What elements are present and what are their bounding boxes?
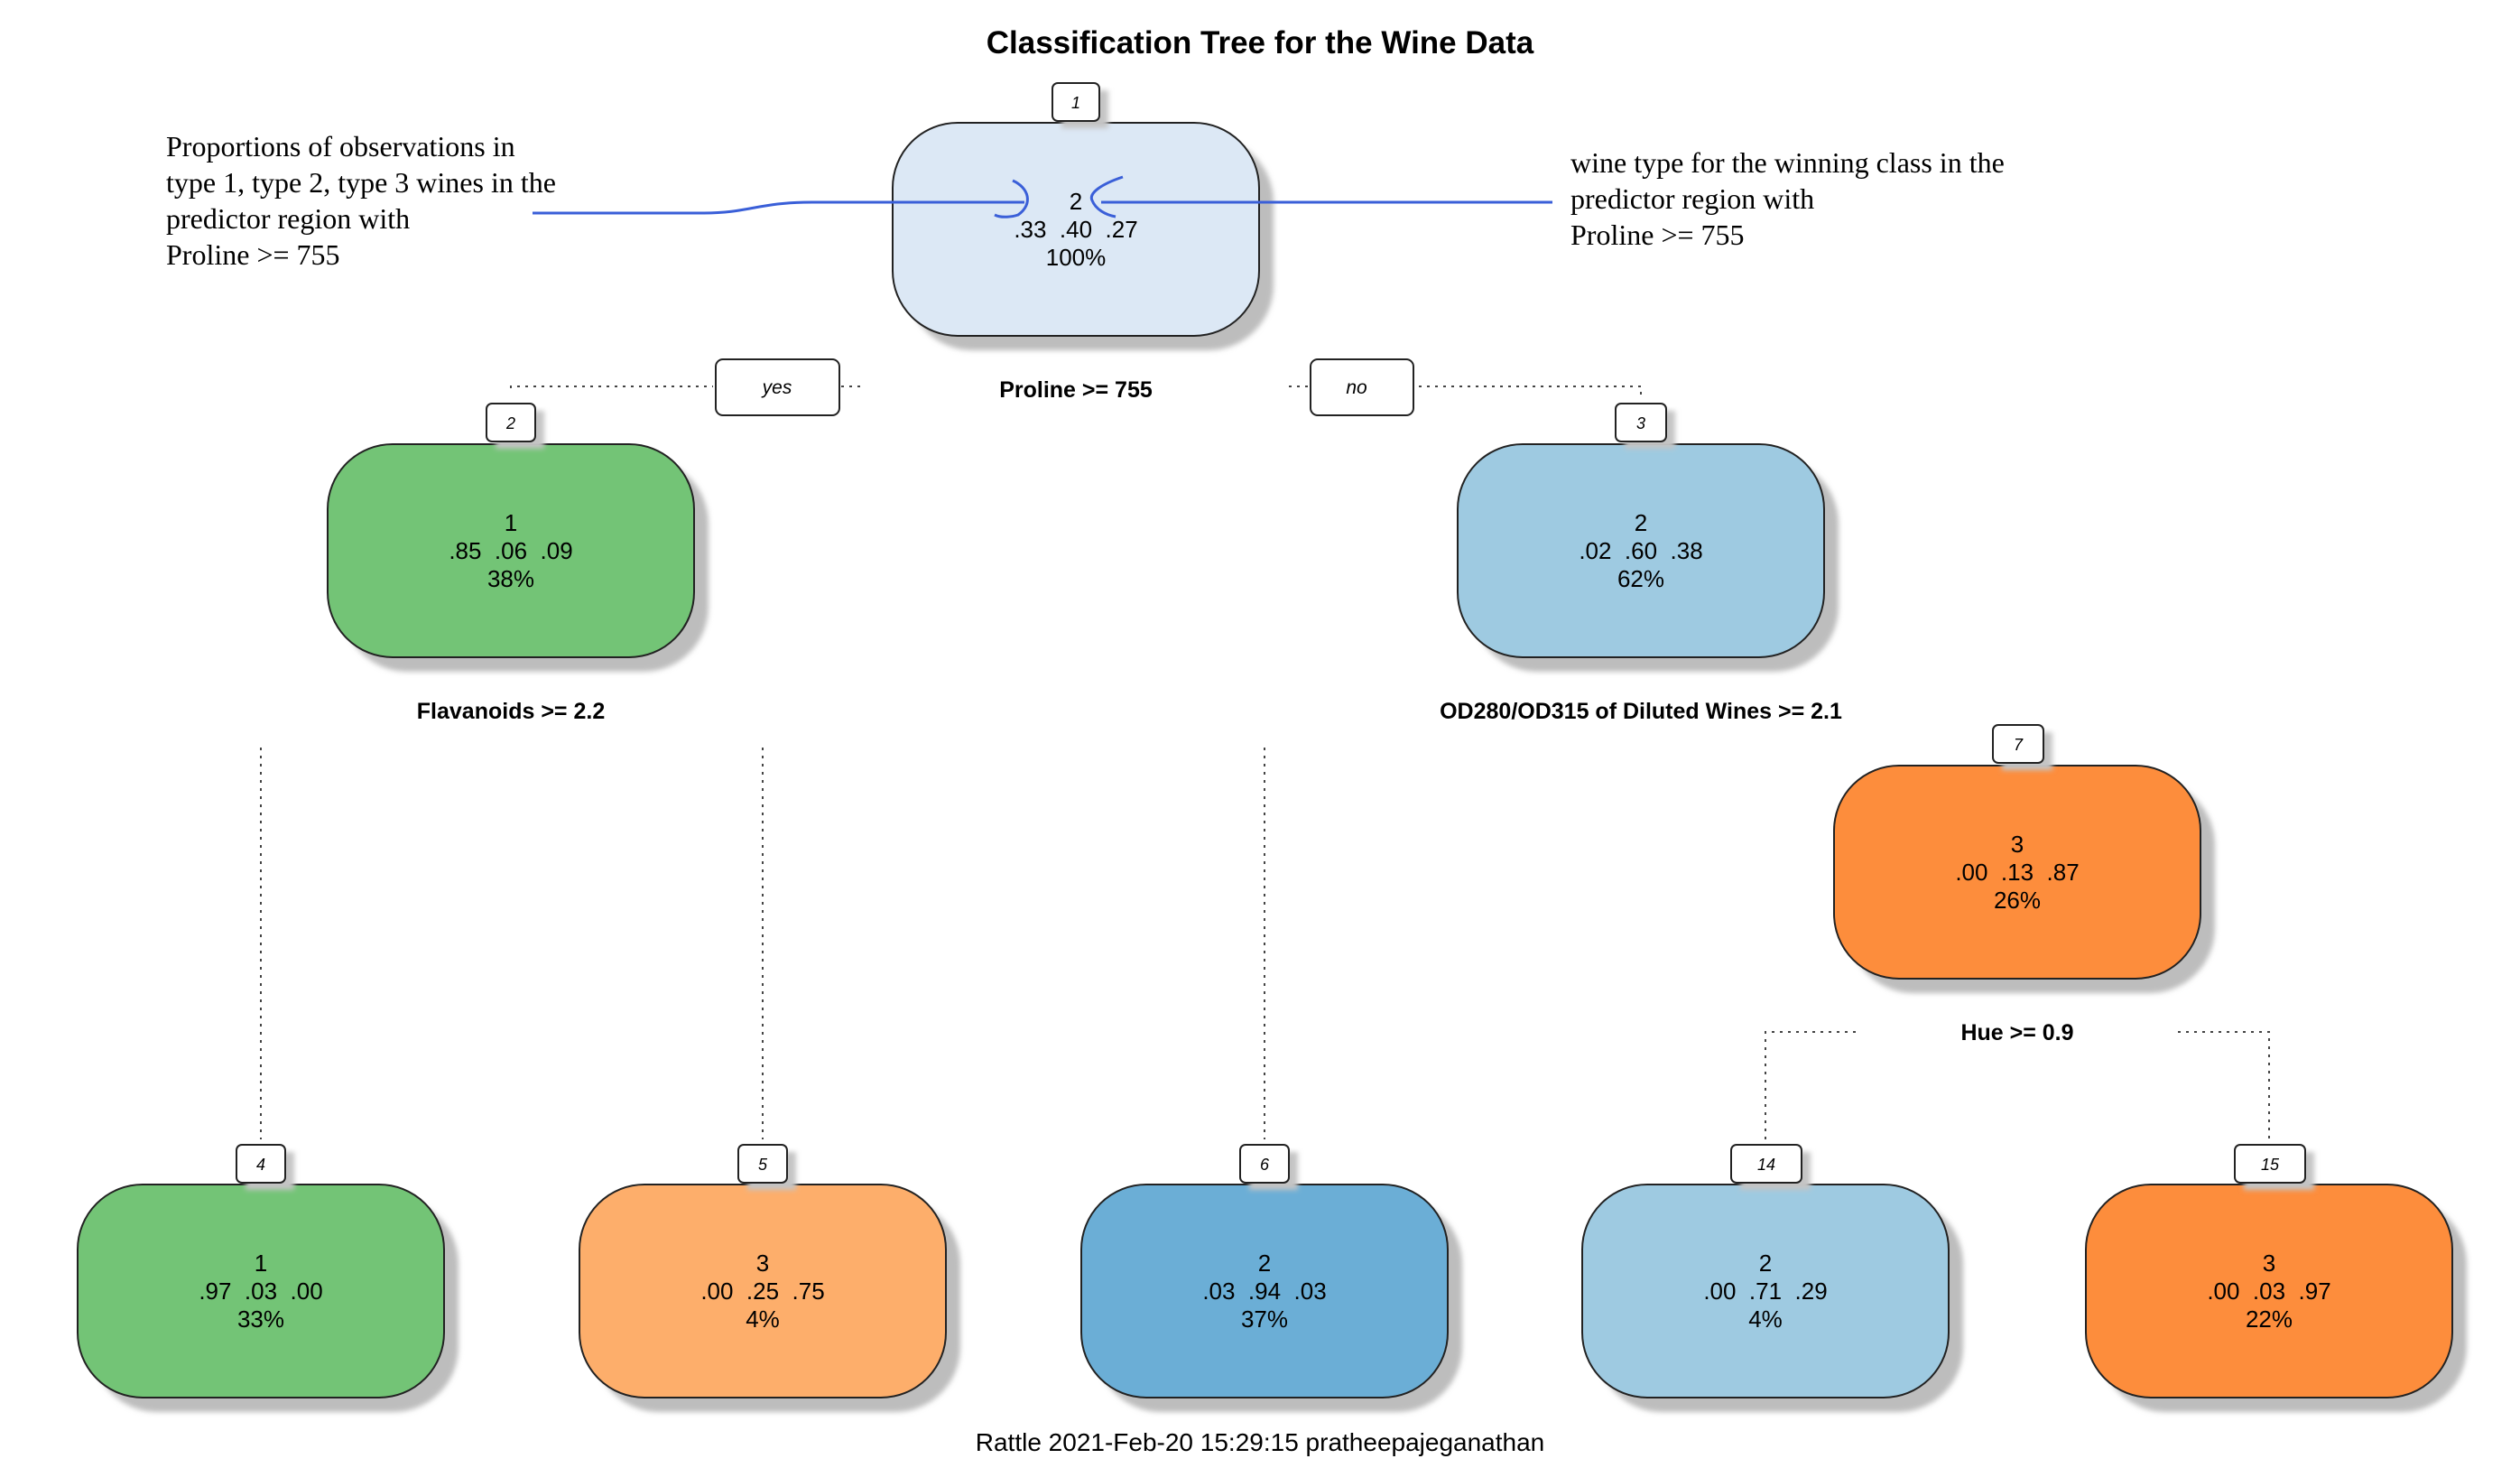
split-label: Flavanoids >= 2.2 <box>417 699 605 724</box>
edge-node7-14 <box>1765 1031 1858 1139</box>
node-probs: .02 .60 .38 <box>1579 537 1702 564</box>
node-percent: 38% <box>487 565 534 592</box>
node-id: 14 <box>1757 1156 1775 1174</box>
node-percent: 4% <box>746 1305 780 1333</box>
node-class: 2 <box>1635 509 1647 536</box>
no-box: no <box>1310 358 1414 416</box>
node-percent: 22% <box>2246 1305 2293 1333</box>
annotation-right-line: predictor region with <box>1570 182 1815 215</box>
node-percent: 26% <box>1994 887 2041 914</box>
yes-box: yes <box>715 358 840 416</box>
annotation-right: wine type for the winning class in the p… <box>1570 144 2076 253</box>
node-probs: .00 .71 .29 <box>1703 1278 1827 1305</box>
chart-title: Classification Tree for the Wine Data <box>986 25 1534 60</box>
node-percent: 62% <box>1617 565 1664 592</box>
node-tag <box>1730 1144 1802 1184</box>
node-probs: .97 .03 .00 <box>199 1278 322 1305</box>
node-class: 1 <box>505 509 517 536</box>
node-tag <box>1615 403 1667 442</box>
node-class: 2 <box>1070 188 1082 215</box>
node-tag <box>1992 724 2044 764</box>
node-probs: .00 .03 .97 <box>2207 1278 2330 1305</box>
node-tag <box>486 403 536 442</box>
annotation-left-line: Proportions of observations in <box>166 130 515 163</box>
annotation-left-line: predictor region with <box>166 202 411 235</box>
node-class: 1 <box>255 1250 267 1277</box>
node-tag <box>1052 82 1100 122</box>
right-arrow-hook <box>1089 175 1124 218</box>
edges <box>260 386 2270 1139</box>
node-tag <box>1239 1144 1290 1184</box>
edge-node7-15 <box>2178 1031 2270 1139</box>
node-probs: .00 .25 .75 <box>700 1278 824 1305</box>
node-probs: .33 .40 .27 <box>1014 216 1137 243</box>
node-class: 3 <box>2011 831 2024 858</box>
node-tag <box>737 1144 788 1184</box>
edge-yes-left <box>510 386 713 388</box>
tree-node: 14 2.00 .71 .294% <box>1581 1144 1963 1412</box>
tree-node: 5 3.00 .25 .754% <box>579 1144 960 1412</box>
node-id: 15 <box>2261 1156 2280 1174</box>
node-class: 3 <box>2263 1250 2275 1277</box>
node-id: 3 <box>1636 414 1645 432</box>
node-id: 1 <box>1071 94 1080 112</box>
left-arrow-hook <box>994 179 1029 218</box>
node-probs: .03 .94 .03 <box>1202 1278 1326 1305</box>
node-class: 3 <box>756 1250 769 1277</box>
annotation-right-line: wine type for the winning class in the <box>1570 146 2005 179</box>
node-probs: .85 .06 .09 <box>449 537 572 564</box>
node-id: 7 <box>2014 736 2024 754</box>
split-label: Proline >= 755 <box>999 377 1153 403</box>
edge-no-right <box>1419 386 1642 397</box>
no-box-frame <box>1310 358 1414 416</box>
annotation-left: Proportions of observations in type 1, t… <box>166 128 635 273</box>
footer-caption: Rattle 2021-Feb-20 15:29:15 pratheepajeg… <box>975 1428 1545 1456</box>
yes-box-frame <box>715 358 840 416</box>
node-percent: 37% <box>1241 1305 1288 1333</box>
node-percent: 33% <box>237 1305 284 1333</box>
annotation-left-line: type 1, type 2, type 3 wines in the <box>166 166 556 199</box>
split-label: Hue >= 0.9 <box>1960 1020 2073 1045</box>
node-class: 2 <box>1258 1250 1271 1277</box>
node-tag <box>2234 1144 2306 1184</box>
yes-label: yes <box>761 377 792 398</box>
node-percent: 4% <box>1748 1305 1783 1333</box>
node-percent: 100% <box>1046 244 1107 271</box>
node-id: 2 <box>505 414 515 432</box>
left-arrow-line <box>533 200 1024 215</box>
no-label: no <box>1346 377 1367 398</box>
node-probs: .00 .13 .87 <box>1955 859 2079 886</box>
annotation-left-line: Proline >= 755 <box>166 238 340 271</box>
node-id: 6 <box>1260 1156 1270 1174</box>
node-class: 2 <box>1759 1250 1772 1277</box>
node-id: 5 <box>758 1156 768 1174</box>
annotation-arrows <box>533 175 1552 218</box>
annotation-right-line: Proline >= 755 <box>1570 218 1745 251</box>
split-label: OD280/OD315 of Diluted Wines >= 2.1 <box>1440 699 1842 724</box>
node-tag <box>236 1144 286 1184</box>
node-id: 4 <box>256 1156 265 1174</box>
